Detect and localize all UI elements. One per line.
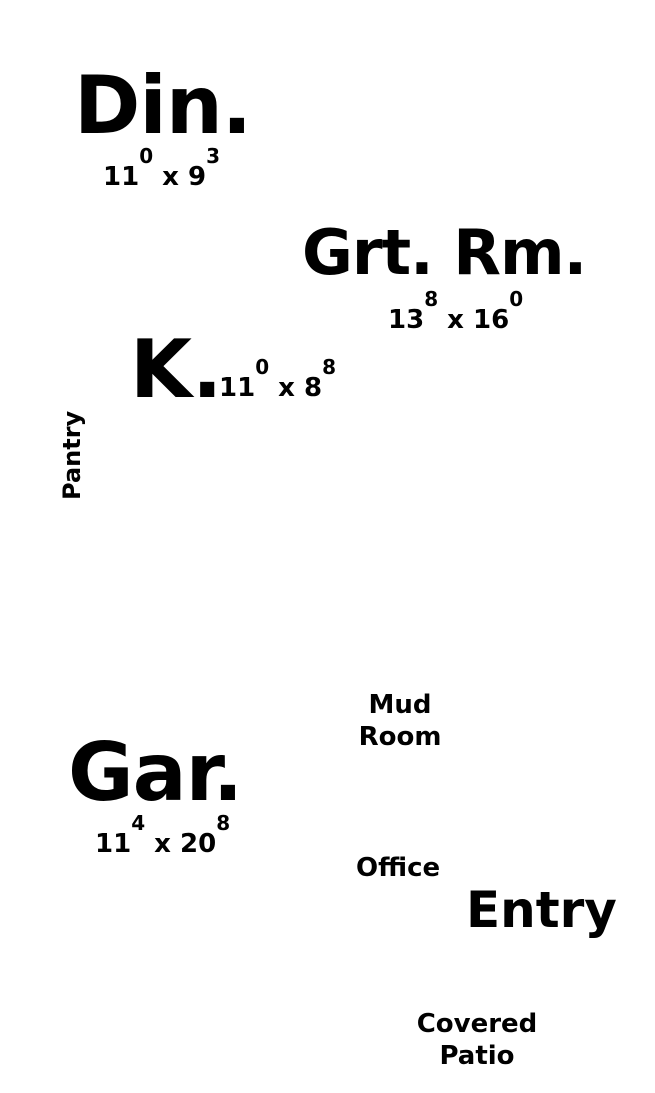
dining-width-inches: 0 xyxy=(139,144,154,168)
kitchen-length-inches: 8 xyxy=(322,355,337,379)
covered-patio-label: Covered Patio xyxy=(412,1011,542,1069)
garage-length-inches: 8 xyxy=(216,811,231,835)
kitchen-width-inches: 0 xyxy=(255,355,270,379)
covered-patio-line2: Patio xyxy=(439,1041,515,1071)
garage-width-inches: 4 xyxy=(131,811,146,835)
garage-dimensions: 114 x 208 xyxy=(95,813,230,859)
great-room-dimensions: 138 x 160 xyxy=(388,289,523,335)
garage-label: Gar. xyxy=(68,726,243,819)
dining-length: 9 xyxy=(188,162,207,192)
garage-length: 20 xyxy=(180,829,217,859)
great-room-dim-separator: x xyxy=(447,305,464,335)
dining-width: 11 xyxy=(103,162,140,192)
mud-room-label: Mud Room xyxy=(355,692,445,750)
dining-dim-separator: x xyxy=(162,162,179,192)
mud-room-line1: Mud xyxy=(368,690,432,720)
entry-label: Entry xyxy=(466,881,617,939)
kitchen-dim-separator: x xyxy=(278,373,295,403)
garage-width: 11 xyxy=(95,829,132,859)
dining-room-label: Din. xyxy=(74,59,252,152)
kitchen-dimensions: 110 x 88 xyxy=(219,357,336,403)
office-label: Office xyxy=(356,853,441,883)
great-room-width: 13 xyxy=(388,305,425,335)
kitchen-label: K. xyxy=(130,323,223,416)
garage-dim-separator: x xyxy=(154,829,171,859)
mud-room-line2: Room xyxy=(358,722,442,752)
great-room-label: Grt. Rm. xyxy=(302,216,587,289)
dining-room-dimensions: 110 x 93 xyxy=(103,146,220,192)
covered-patio-line1: Covered xyxy=(416,1009,538,1039)
great-room-width-inches: 8 xyxy=(424,287,439,311)
dining-length-inches: 3 xyxy=(206,144,221,168)
great-room-length-inches: 0 xyxy=(509,287,524,311)
kitchen-length: 8 xyxy=(304,373,323,403)
great-room-length: 16 xyxy=(473,305,510,335)
kitchen-width: 11 xyxy=(219,373,256,403)
pantry-label: Pantry xyxy=(58,410,86,500)
